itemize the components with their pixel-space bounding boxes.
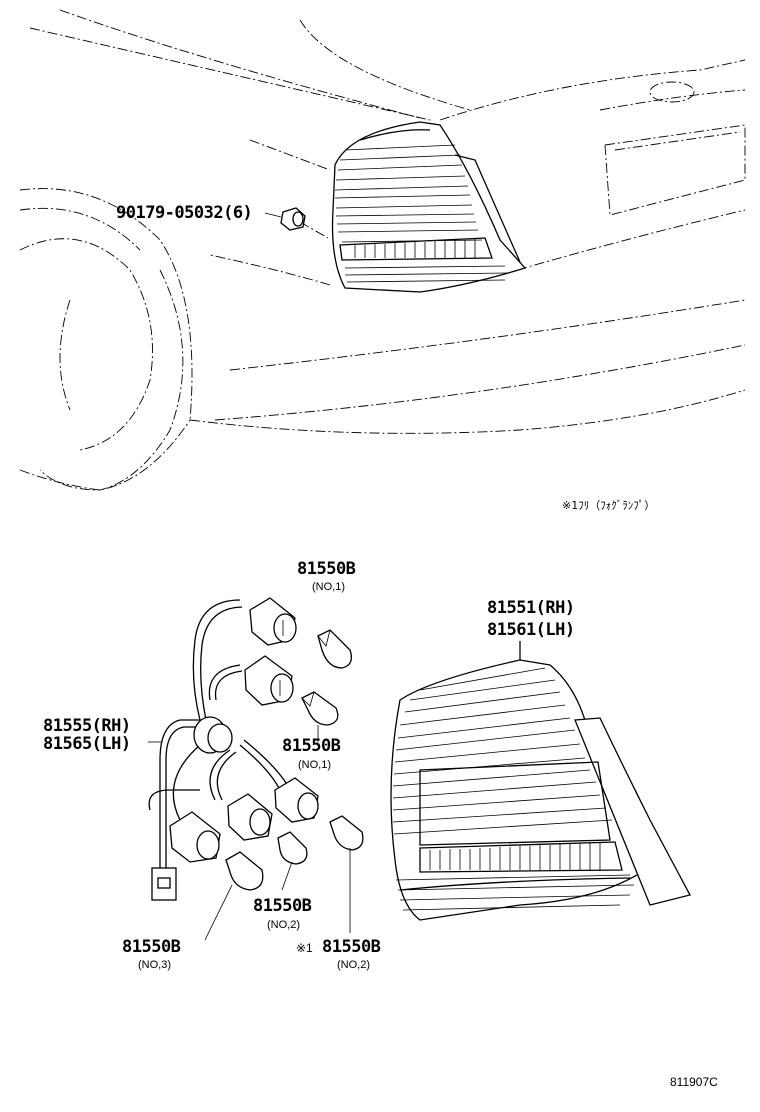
- socket-lh-label: 81565(LH): [43, 734, 131, 754]
- bulb-no1-upper-sublabel: (NO,1): [312, 581, 345, 593]
- footnote: ※1ﾌﾘ（ﾌｫｸﾞﾗﾝﾌﾟ）: [562, 499, 656, 512]
- bulb-no1-upper: [317, 629, 353, 669]
- bulbs: [225, 629, 364, 891]
- screw-90179-05032: [280, 207, 329, 239]
- bulb-fog-label: 81550B: [322, 937, 381, 957]
- tail-lamp-on-vehicle: [331, 121, 527, 293]
- lamp-lh-label: 81561(LH): [487, 620, 575, 640]
- bulb-no3: [225, 851, 264, 891]
- socket-rh-label: 81555(RH): [43, 716, 131, 736]
- bulb-no1-lower-sublabel: (NO,1): [298, 759, 331, 771]
- bulb-no1-lower-label: 81550B: [282, 736, 341, 756]
- leader-lines: [148, 212, 351, 941]
- bulb-fog-sublabel: (NO,2): [337, 959, 370, 971]
- bulb-no1-lower: [301, 691, 339, 726]
- bulb-no1-upper-label: 81550B: [297, 559, 356, 579]
- bulb-no2: [277, 831, 308, 865]
- bulb-no3-sublabel: (NO,3): [138, 959, 171, 971]
- lamp-rh-label: 81551(RH): [487, 598, 575, 618]
- tail-lamp-assembly: [390, 641, 691, 921]
- bulb-no2-sublabel: (NO,2): [267, 919, 300, 931]
- bulb-no2-fog: [329, 815, 364, 851]
- screw-part-label: 90179-05032(6): [116, 203, 253, 223]
- diagram-code: 811907C: [670, 1075, 718, 1089]
- socket-wire-assembly: [148, 597, 319, 901]
- vehicle-body-illustration: [19, 9, 746, 491]
- bulb-no2-label: 81550B: [253, 896, 312, 916]
- fog-note-mark: ※1: [296, 941, 313, 955]
- bulb-no3-label: 81550B: [122, 937, 181, 957]
